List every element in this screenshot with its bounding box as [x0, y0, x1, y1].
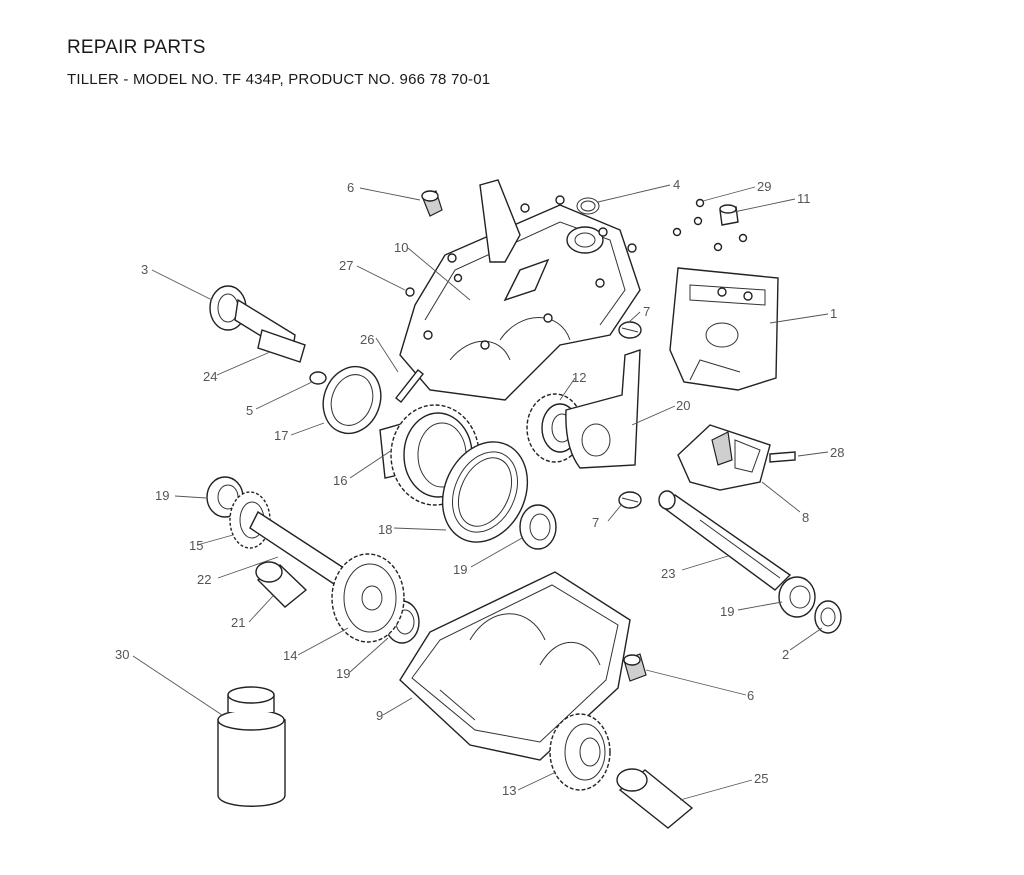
- grease-bottle-30: [217, 686, 286, 807]
- gear-14: [331, 553, 405, 643]
- callout-21: 21: [231, 615, 245, 630]
- callout-26: 26: [360, 332, 374, 347]
- pin-26: [395, 369, 424, 403]
- bearing-19-b: [519, 504, 557, 550]
- o-ring-top: [576, 197, 600, 215]
- callout-7-bottom: 7: [592, 515, 599, 530]
- leader-lines: [132, 184, 829, 801]
- callout-30: 30: [115, 647, 129, 662]
- page-subtitle: TILLER - MODEL NO. TF 434P, PRODUCT NO. …: [67, 71, 491, 88]
- housing-bolts: [405, 195, 637, 350]
- callout-9: 9: [376, 708, 383, 723]
- callout-6-bottom: 6: [747, 688, 754, 703]
- callout-16: 16: [333, 473, 347, 488]
- callout-18: 18: [378, 522, 392, 537]
- callout-3: 3: [141, 262, 148, 277]
- bushing-11: [719, 204, 739, 226]
- callout-19-b: 19: [453, 562, 467, 577]
- breather-plug-bottom: [623, 653, 647, 682]
- plug-7-top: [618, 321, 642, 339]
- callout-14: 14: [283, 648, 297, 663]
- breather-plug-top: [421, 190, 443, 217]
- callout-23: 23: [661, 566, 675, 581]
- callout-27: 27: [339, 258, 353, 273]
- page-title: REPAIR PARTS: [67, 37, 206, 58]
- callout-24: 24: [203, 369, 217, 384]
- sleeve-25: [616, 768, 694, 829]
- lower-gearbox-housing: [399, 571, 631, 761]
- callout-17: 17: [274, 428, 288, 443]
- callout-29: 29: [757, 179, 771, 194]
- output-shaft-23: [658, 490, 792, 591]
- callout-19-a: 19: [155, 488, 169, 503]
- plug-7-bottom: [618, 491, 642, 509]
- callout-6-top: 6: [347, 180, 354, 195]
- sleeve-21: [255, 561, 308, 608]
- callout-11: 11: [797, 191, 811, 206]
- upper-gearbox-housing: [399, 179, 641, 401]
- seal-ring-17: [322, 365, 382, 435]
- callout-19-d: 19: [720, 604, 734, 619]
- callout-2: 2: [782, 647, 789, 662]
- callout-19-c: 19: [336, 666, 350, 681]
- callout-25: 25: [754, 771, 768, 786]
- ring-gear-18: [441, 441, 529, 543]
- small-o-ring: [309, 371, 327, 385]
- bracket-20: [565, 349, 641, 469]
- callout-10: 10: [394, 240, 408, 255]
- callout-22: 22: [197, 572, 211, 587]
- callout-labels: 6 4 29 11 10 27 3 1 7 26 24 12 5 17 20 1…: [115, 177, 844, 798]
- mounting-plate: [669, 267, 779, 391]
- callout-4: 4: [673, 177, 680, 192]
- gear-13: [549, 713, 611, 791]
- callout-1: 1: [830, 306, 837, 321]
- seal-2: [814, 600, 842, 634]
- callout-5: 5: [246, 403, 253, 418]
- callout-20: 20: [676, 398, 690, 413]
- callout-28: 28: [830, 445, 844, 460]
- callout-7-top: 7: [643, 304, 650, 319]
- small-screws: [672, 198, 748, 252]
- callout-12: 12: [572, 370, 586, 385]
- callout-15: 15: [189, 538, 203, 553]
- screw-28: [769, 451, 796, 463]
- input-shaft: [209, 285, 327, 385]
- callout-8: 8: [802, 510, 809, 525]
- bearing-19-d: [778, 576, 816, 618]
- shift-sector-8: [677, 424, 771, 491]
- callout-13: 13: [502, 783, 516, 798]
